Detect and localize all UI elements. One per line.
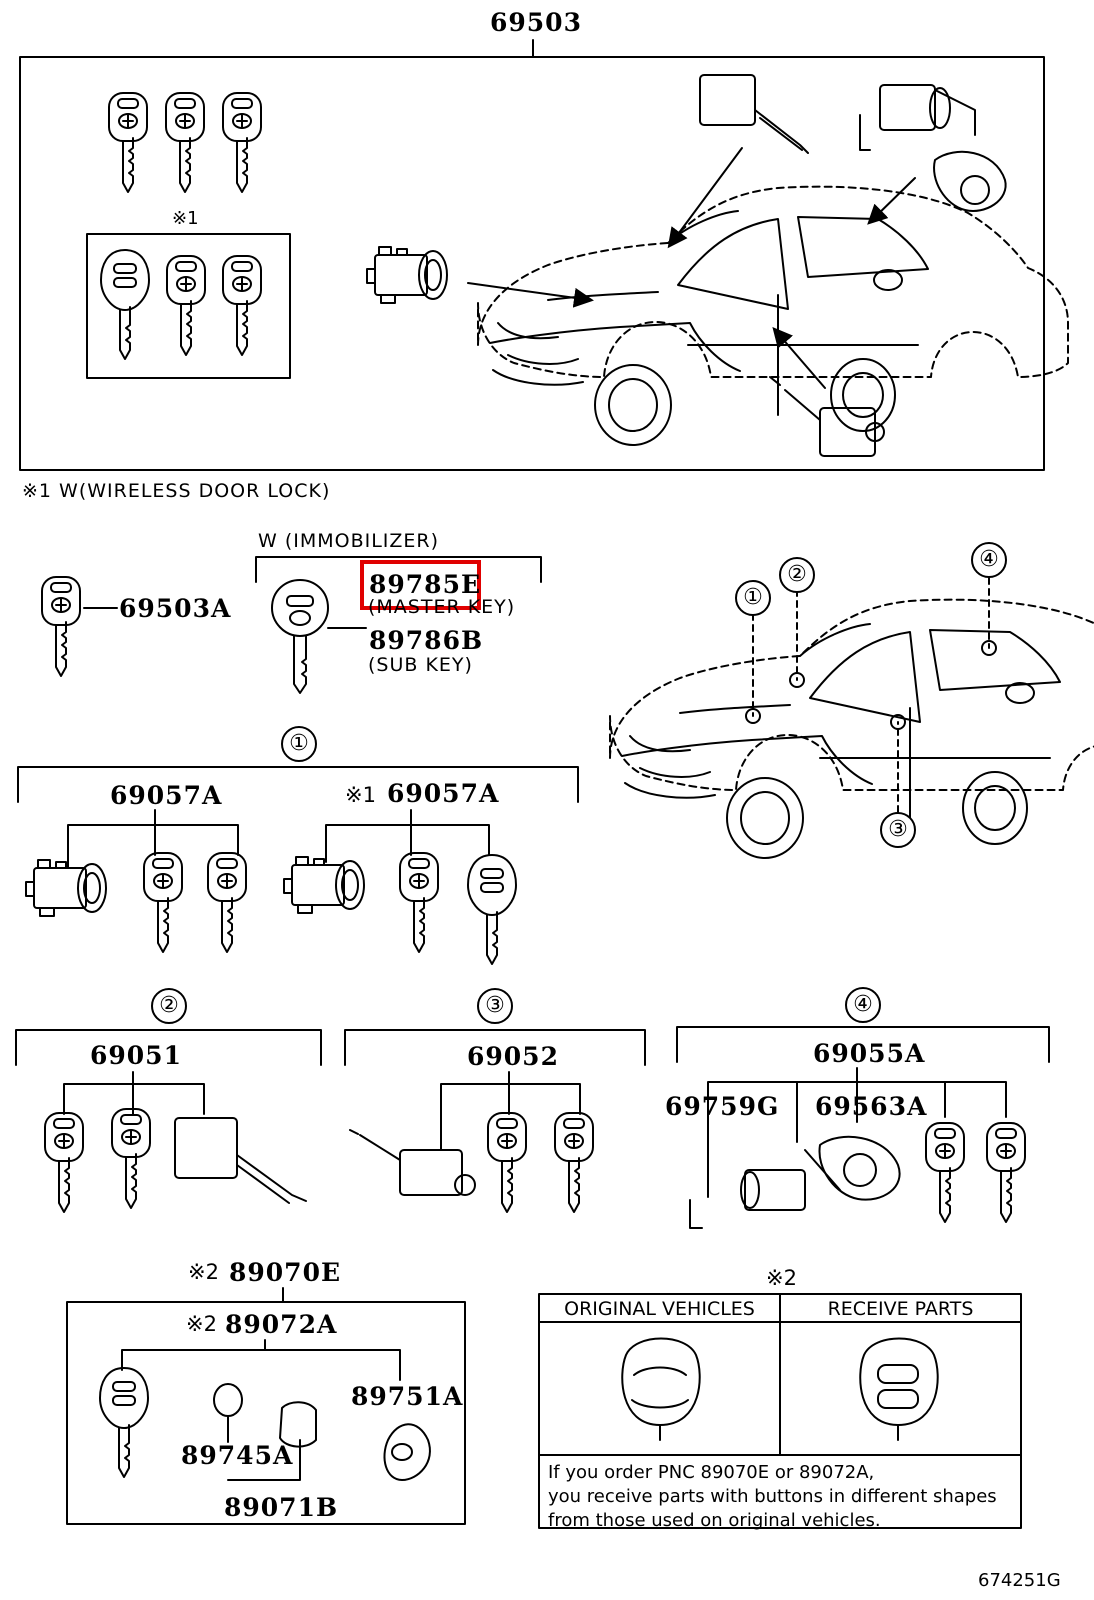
key-icon [986,1122,1026,1223]
trunk-lock-cylinder-icon [859,84,976,151]
top-assembly-frame [19,56,1045,471]
key-icon [108,92,148,193]
group-2-bracket [15,1029,322,1066]
door-lock-cylinder-icon [174,1117,307,1204]
key-icon [554,1112,594,1213]
battery-icon [213,1383,243,1417]
key-icon [925,1122,965,1223]
rear-door-cylinder-icon [349,1129,476,1196]
key-icon [222,255,262,356]
key-icon [399,852,439,953]
transmitter-cover-icon [279,1401,317,1448]
original-remote-head-icon [621,1337,701,1441]
key-icon [487,1112,527,1213]
group-2-marker: ② [151,988,187,1024]
key-icon [222,92,262,193]
group-3-marker: ③ [477,988,513,1024]
group-2-part-number[interactable]: 69051 [90,1041,182,1070]
wireless-key-box [86,233,291,379]
remote-key-icon [100,249,150,360]
transmitter-box [66,1301,466,1525]
door-lock-cylinder-icon [699,74,809,154]
group-1-variant-mark: ※1 [345,783,376,807]
car-callout-dots [745,640,997,730]
battery-part-number[interactable]: 89745A [181,1441,294,1470]
group-1-left-part-number[interactable]: 69057A [110,781,223,810]
remote-key-icon [467,854,517,965]
variant-mark: ※1 [172,208,199,229]
key-icon [166,255,206,356]
key-icon [44,1112,84,1213]
transmitter-cover-part-number[interactable]: 89071B [224,1493,339,1522]
transmitter-case-part-number[interactable]: 89751A [351,1382,464,1411]
car-callout-2[interactable]: ② [779,557,815,593]
group-1-left-tree [67,809,239,868]
car-callout-leaders [752,577,990,813]
comparison-variant-mark: ※2 [766,1266,797,1290]
callout-arrows-top [467,147,916,389]
figure-id: 674251G [978,1570,1061,1591]
group-4-sub-left-part-number[interactable]: 69759G [665,1092,780,1121]
lock-cylinder-icon [283,856,365,914]
key-icon [207,852,247,953]
group-4-tree [707,1067,1007,1198]
key-icon [165,92,205,193]
group-4-bracket [676,1026,1050,1063]
comparison-col-receive: RECEIVE PARTS [827,1298,974,1320]
immobilizer-bracket [255,556,542,583]
transmitter-case-icon [383,1423,431,1481]
group-3-bracket [344,1029,646,1066]
comparison-note-line: If you order PNC 89070E or 89072A, [548,1462,875,1483]
transmitter-sub-tree [227,1415,301,1481]
group-4-marker: ④ [845,987,881,1023]
sub-key-label: (SUB KEY) [368,654,473,676]
transmitter-variant-mark: ※2 [188,1260,219,1284]
key-icon [111,1108,151,1209]
transmitter-tree [121,1339,401,1381]
sub-key-part-number[interactable]: 89786B [369,626,484,655]
car-callout-3[interactable]: ③ [880,812,916,848]
lock-bracket-icon [818,1135,901,1201]
master-key-highlight [360,560,481,610]
transmitter-assembly-part-number[interactable]: 89070E [229,1258,342,1287]
immobilizer-header: W (IMMOBILIZER) [258,530,440,552]
comparison-note: If you order PNC 89070E or 89072A, you r… [548,1461,1018,1533]
master-key-part-number[interactable]: 89785E [369,570,482,599]
group-3-tree [440,1071,581,1150]
group-3-part-number[interactable]: 69052 [467,1042,559,1071]
car-callout-1[interactable]: ① [735,580,771,616]
group-1-right-tree [325,809,490,863]
comparison-note-line: you receive parts with buttons in differ… [548,1486,997,1507]
rear-door-cylinder-icon [769,376,885,457]
car-illustration-top [477,185,1069,446]
ignition-cylinder-icon [366,246,448,304]
footnote-wireless-door-lock: ※1 W(WIRELESS DOOR LOCK) [22,480,331,502]
transmitter-sub-part-number[interactable]: 89072A [225,1310,338,1339]
group-1-marker: ① [281,726,317,762]
immobilizer-key-icon [271,579,329,694]
master-key-label: (MASTER KEY) [368,596,516,618]
lock-cylinder-icon [25,859,107,917]
group-1-bracket [17,766,579,803]
group-2-tree [63,1071,205,1115]
group-1-right-part-number[interactable]: 69057A [387,779,500,808]
top-assembly-part-number[interactable]: 69503 [490,8,582,37]
transmitter-sub-variant-mark: ※2 [186,1312,217,1336]
comparison-col-original: ORIGINAL VEHICLES [564,1298,755,1320]
key-blank-part-number[interactable]: 69503A [119,594,232,623]
trunk-lock-cylinder-icon [689,1149,841,1229]
key-blank-icon [41,576,81,677]
lock-bracket-icon [933,150,1007,212]
remote-key-icon [99,1367,149,1478]
group-4-sub-right-part-number[interactable]: 69563A [815,1092,928,1121]
comparison-note-line: from those used on original vehicles. [548,1510,881,1531]
receive-remote-head-icon [859,1337,939,1441]
key-icon [143,852,183,953]
group-4-part-number[interactable]: 69055A [813,1039,926,1068]
car-illustration-callouts [609,598,1094,859]
car-callout-4[interactable]: ④ [971,542,1007,578]
